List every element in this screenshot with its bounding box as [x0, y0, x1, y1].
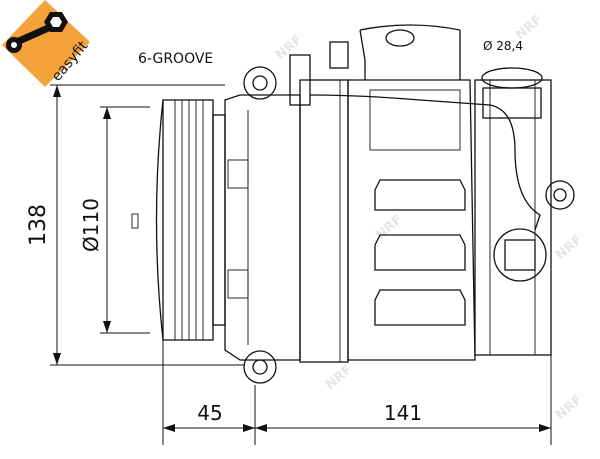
body-length-label: 141 — [384, 401, 422, 425]
pulley-depth-label: 45 — [197, 401, 222, 425]
pulley-diameter-dimension: Ø110 — [79, 106, 150, 334]
front-housing — [224, 66, 301, 384]
groove-label: 6-GROOVE — [138, 51, 213, 67]
pulley-diameter-label: Ø110 — [79, 198, 103, 252]
watermark: NRF — [553, 392, 585, 423]
port-diameter-label: Ø 28,4 — [483, 39, 523, 53]
pulley — [131, 99, 226, 341]
watermark: NRF — [323, 362, 355, 393]
easyfit-logo: easyfit — [2, 0, 92, 87]
compressor-body — [289, 24, 575, 363]
watermark: NRF — [553, 232, 585, 263]
watermark: NRF — [273, 32, 305, 63]
height-label: 138 — [26, 204, 51, 246]
length-dimensions: 45 141 — [162, 340, 552, 445]
height-dimension: 138 — [26, 84, 245, 366]
